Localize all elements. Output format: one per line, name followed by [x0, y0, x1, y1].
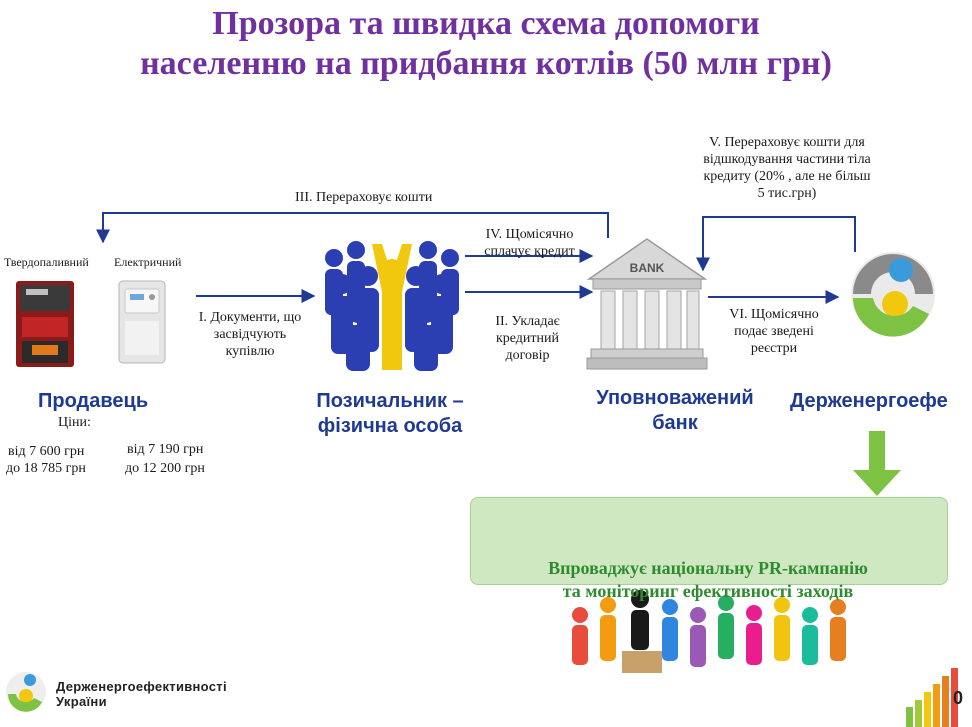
footer-logo-icon: [6, 672, 46, 712]
solid-price-from: від 7 600 грн: [8, 444, 85, 459]
bank-sign: BANK: [630, 261, 665, 275]
page-number: 0: [953, 688, 964, 708]
step-1-line-1: I. Документи, що: [198, 310, 302, 325]
step-2-line-2: кредитний: [495, 331, 560, 346]
step-2-label: II. Укладає кредитний договір: [470, 313, 585, 364]
step-5-line-2: відшкодування частини тіла: [703, 152, 871, 167]
borrower-name: Позичальник – фізична особа: [300, 389, 480, 439]
solid-fuel-boiler-label: Твердопаливний: [4, 255, 89, 269]
electric-boiler-label: Електричний: [114, 255, 182, 269]
footer-logo-line-1: Держенергоефективності: [56, 679, 227, 694]
agency-name: Держенергоефе: [790, 390, 948, 412]
electric-price-to: до 12 200 грн: [125, 461, 205, 476]
step-4-line-2: сплачує кредит: [484, 244, 575, 259]
solid-price-to: до 18 785 грн: [6, 461, 86, 476]
step-6-line-1: VI. Щомісячно: [729, 307, 819, 322]
page-title-line-2: населенню на придбання котлів (50 млн гр…: [140, 45, 832, 82]
agency-logo-icon: [851, 252, 935, 337]
green-down-arrow: [853, 431, 901, 496]
arrow-step-3: [96, 212, 609, 244]
electric-boiler-icon: [118, 280, 166, 364]
prices-label: Ціни:: [58, 415, 91, 430]
bank-name: Уповноважений банк: [575, 386, 775, 436]
step-3-label: III. Перераховує кошти: [295, 190, 433, 205]
borrower-name-line-1: Позичальник –: [316, 390, 464, 412]
step-5-line-4: 5 тис.грн): [757, 186, 817, 201]
colorful-people-icon: [572, 590, 846, 673]
bank-name-line-2: банк: [652, 412, 698, 434]
step-5-label: V. Перераховує кошти для відшкодування ч…: [682, 134, 892, 202]
step-2-line-1: II. Укладає: [495, 314, 560, 329]
bank-name-line-1: Уповноважений: [596, 387, 754, 409]
pr-campaign-line-2: та моніторинг ефективності заходів: [562, 581, 854, 601]
seller-name: Продавець: [38, 390, 149, 412]
step-1-line-2: засвідчують: [213, 327, 287, 342]
page-title-line-1: Прозора та швидка схема допомоги: [212, 5, 760, 42]
step-5-line-1: V. Перераховує кошти для: [709, 135, 865, 150]
solid-fuel-boiler-icon: [16, 281, 74, 367]
step-6-line-2: подає зведені: [734, 324, 814, 339]
arrow-step-5: [696, 216, 856, 272]
footer-logo-text: Держенергоефективності України: [56, 679, 227, 709]
pr-campaign-box: [470, 497, 948, 585]
energy-bars-icon: [906, 668, 958, 727]
step-6-line-3: реєстри: [750, 341, 798, 356]
step-1-label: I. Документи, що засвідчують купівлю: [190, 309, 310, 360]
footer-logo-line-2: України: [56, 694, 107, 709]
bank-building-icon: BANK: [586, 238, 708, 370]
pr-campaign-line-1: Впроваджує національну PR-кампанію: [548, 558, 868, 578]
electric-price-from: від 7 190 грн: [127, 442, 204, 457]
pr-campaign-text: Впроваджує національну PR-кампанію та мо…: [470, 557, 946, 603]
borrower-crowd-icon: [325, 241, 459, 371]
step-5-line-3: кредиту (20% , але не більш: [703, 169, 871, 184]
borrower-name-line-2: фізична особа: [317, 415, 463, 437]
step-4-line-1: IV. Щомісячно: [485, 227, 574, 242]
step-2-line-3: договір: [505, 348, 550, 363]
step-4-label: IV. Щомісячно сплачує кредит: [467, 226, 592, 260]
step-6-label: VI. Щомісячно подає зведені реєстри: [718, 306, 830, 357]
step-1-line-3: купівлю: [225, 344, 275, 359]
